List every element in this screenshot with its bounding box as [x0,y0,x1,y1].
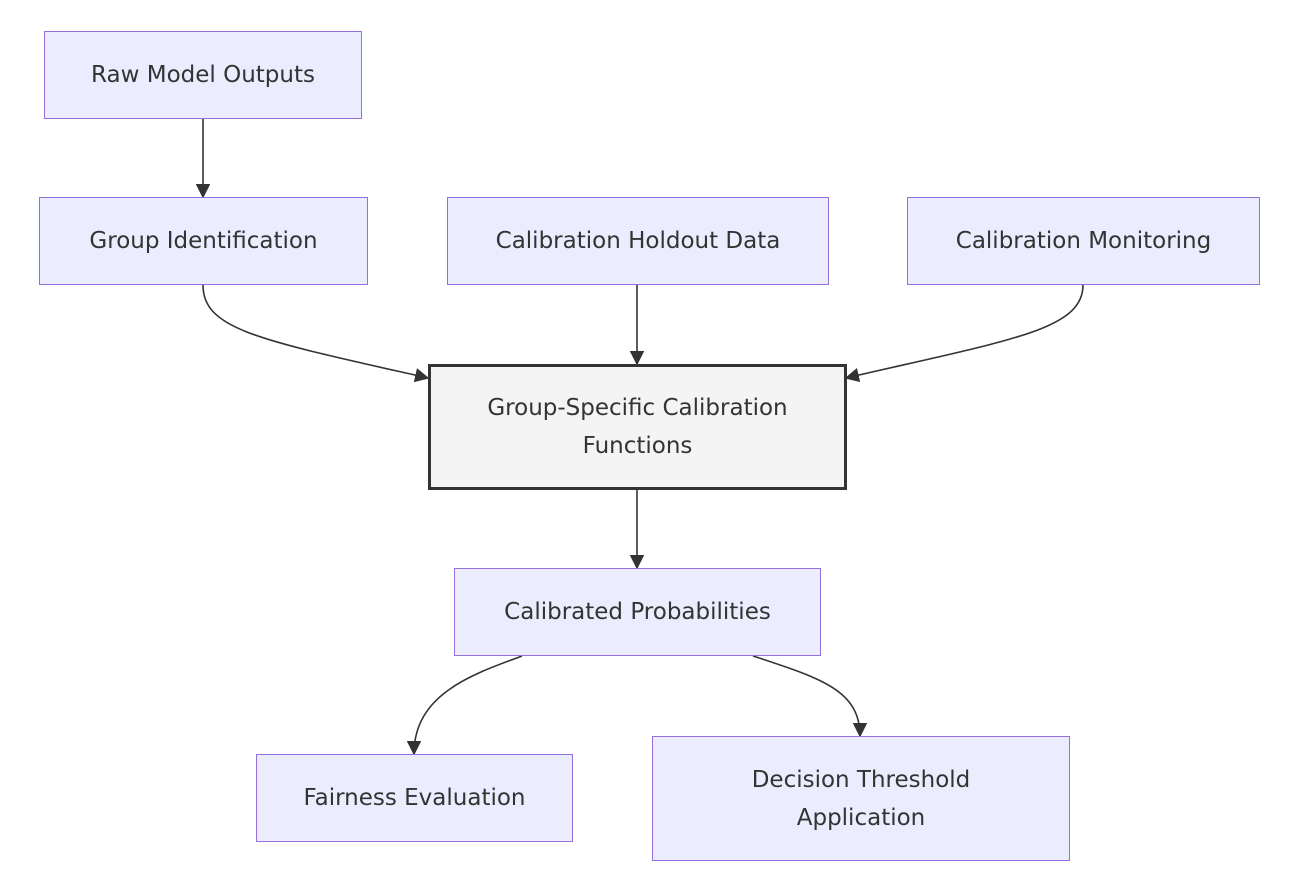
edge-monitoring-to-calibration [844,284,1084,383]
node-fairness-evaluation: Fairness Evaluation [256,754,573,842]
node-label-line1: Group-Specific Calibration [487,395,788,421]
node-label: Calibration Monitoring [955,228,1212,254]
node-label: Calibrated Probabilities [504,599,771,625]
node-calibrated-probabilities: Calibrated Probabilities [454,568,821,656]
node-label: Raw Model Outputs [91,62,315,88]
edge-probabilities-to-fairness [406,655,523,756]
edge-group-id-to-calibration [202,284,430,383]
node-calibration-holdout-data: Calibration Holdout Data [447,197,829,285]
node-label: Fairness Evaluation [303,785,526,811]
edge-probabilities-to-threshold [752,655,868,738]
node-label-line1: Decision Threshold [751,766,971,793]
node-raw-model-outputs: Raw Model Outputs [44,31,362,119]
node-group-specific-calibration: Group-Specific Calibration Functions [428,364,847,490]
node-label: Calibration Holdout Data [495,228,781,254]
node-group-identification: Group Identification [39,197,368,285]
node-calibration-monitoring: Calibration Monitoring [907,197,1260,285]
node-label-line2: Functions [582,433,693,459]
node-label-line2: Application [796,804,926,831]
node-label: Group Identification [89,228,318,254]
node-decision-threshold-application: Decision Threshold Application [652,736,1070,861]
